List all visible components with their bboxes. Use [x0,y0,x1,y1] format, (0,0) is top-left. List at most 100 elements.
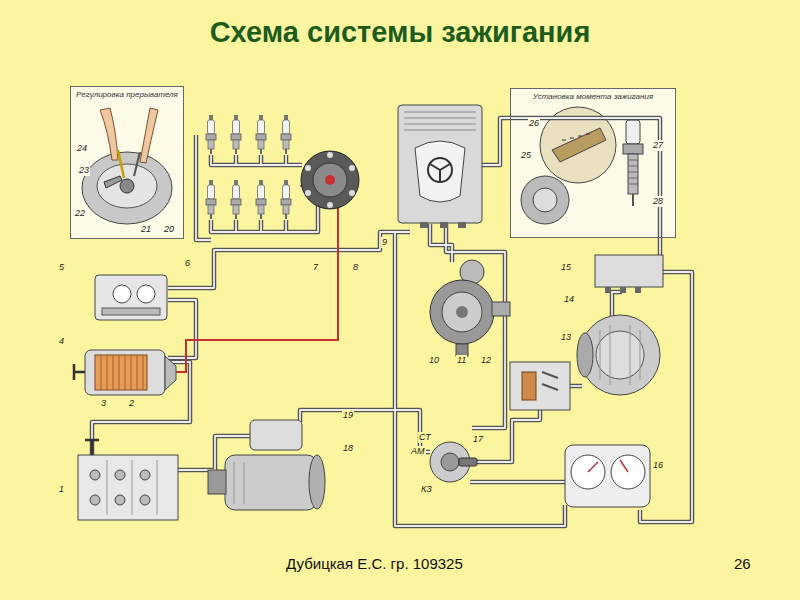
inset-box: Регулировка прерывателя [70,86,184,239]
distributor [430,260,510,356]
callout-number: 20 [163,224,175,235]
alternator [577,333,593,377]
callout-number: 22 [74,208,86,219]
transistor-switch [430,164,450,182]
voltage-regulator [605,287,611,293]
high-voltage-wire [176,208,338,372]
inset-panel [510,88,676,238]
callout-number: 23 [78,165,90,176]
callout-number: СТ [418,432,432,443]
voltage-regulator [595,255,663,287]
breaker-drawing [134,152,140,176]
distributor [442,292,482,332]
footer-text: Дубицкая Е.С. гр. 109325 [285,555,464,573]
callout-number: 2 [128,398,135,409]
relay [542,372,558,390]
callout-number: 8 [352,262,359,273]
starter [208,470,226,494]
voltage-regulator [635,287,641,293]
callout-number: АМ [410,446,426,457]
distributor-cap [305,165,311,171]
distributor-cap [327,152,333,158]
distributor-cap [301,151,359,209]
battery [90,495,100,505]
ignition-switch [441,453,459,471]
transistor-switch [398,105,482,223]
ignition-switch [459,458,477,466]
transistor-switch [415,141,465,202]
spark-plug [231,180,241,219]
callout-number: 28 [652,196,664,207]
callout-number: 27 [652,140,664,151]
distributor [492,302,510,316]
ignition-switch [430,442,477,482]
ballast-resistor [137,285,155,303]
timing-drawing [521,176,569,224]
starter [225,455,317,510]
footer-text: 26 [733,555,752,573]
battery [85,440,99,455]
breaker-drawing [120,179,134,193]
inset-heading: Установка момента зажигания [511,89,675,102]
alternator [596,331,644,379]
inset-heading: Регулировка прерывателя [71,87,183,100]
callout-number: 4 [58,336,65,347]
battery [115,470,125,480]
wire-harness [92,118,692,526]
battery [140,495,150,505]
timing-drawing [521,107,643,224]
callout-number: 15 [560,262,572,273]
starter [234,462,244,504]
timing-drawing [628,154,638,194]
inset-panel [70,86,676,239]
callout-number: 9 [381,237,388,248]
distributor-cap [305,190,311,196]
instrument-panel [565,445,650,507]
distributor [430,280,494,344]
battery [115,495,125,505]
ignition-coil [74,364,85,380]
wire-harness [92,118,692,526]
spark-plug [206,115,216,154]
breaker-drawing [140,108,158,163]
distributor [456,306,468,318]
timing-drawing [562,134,590,140]
timing-drawing [552,128,606,162]
callout-number: 10 [428,355,440,366]
ballast-resistor [102,308,160,315]
instrument-panel [565,445,650,507]
callout-number: 21 [140,224,152,235]
inset-panel [70,86,184,239]
callout-number: 11 [456,355,467,366]
battery [140,470,150,480]
alternator [600,325,640,385]
high-voltage-wire [176,182,338,372]
breaker-drawing [118,150,124,178]
breaker-drawing [97,164,157,208]
relay [510,362,570,410]
callout-number: 5 [58,262,65,273]
timing-drawing [533,188,557,212]
callout-number: 19 [342,410,354,421]
ignition-coil [95,355,147,390]
callout-number: 25 [520,150,532,161]
spark-plug [256,115,266,154]
voltage-regulator [620,287,626,293]
breaker-drawing [82,108,172,224]
callout-number: 6 [184,258,191,269]
breaker-drawing [100,108,118,160]
ballast-resistor [113,285,131,303]
transistor-switch [404,112,476,130]
battery [90,470,100,480]
distributor-cap [301,151,359,209]
callout-number: КЗ [420,484,433,495]
callout-number: 18 [342,443,354,454]
spark-plug [206,180,216,219]
distributor-cap [349,165,355,171]
callout-number: 13 [560,332,572,343]
battery [107,460,157,515]
battery [78,440,178,520]
callout-number: 17 [472,434,484,445]
callout-number: 12 [480,355,492,366]
